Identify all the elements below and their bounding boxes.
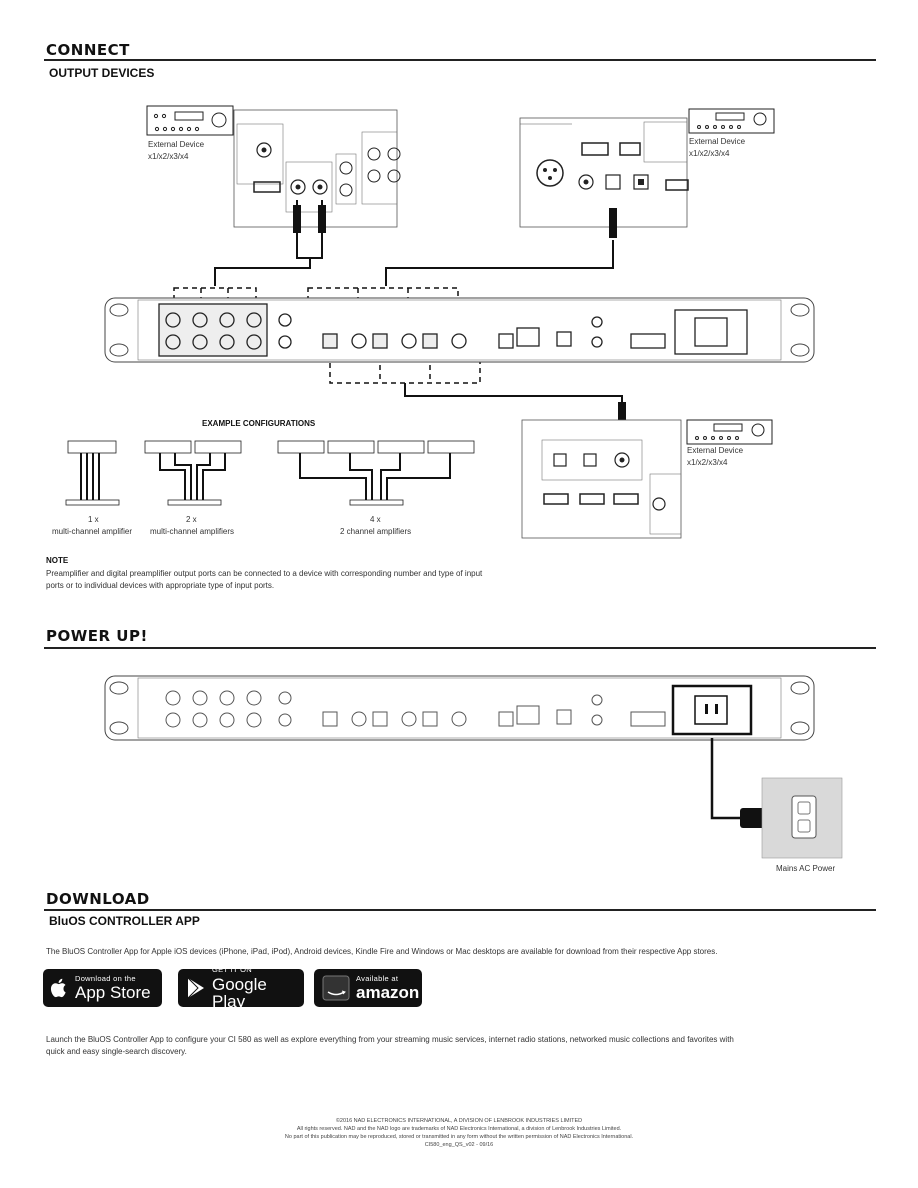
download-intro-text: The BluOS Controller App for Apple iOS d… — [46, 947, 718, 956]
config-4-desc: 2 channel amplifiers — [340, 527, 412, 536]
download-outro-line2: quick and easy single-search discovery. — [46, 1047, 187, 1056]
config-1-desc: multi-channel amplifier — [52, 527, 133, 536]
download-outro-line1: Launch the BluOS Controller App to confi… — [46, 1035, 734, 1044]
google-play-badge[interactable]: GET IT ON Google Play — [178, 965, 304, 1011]
external-device-illustration — [688, 108, 775, 134]
amazon-badge[interactable]: Available at amazon — [314, 969, 422, 1007]
external-device-illustration — [146, 105, 234, 136]
section-rule — [44, 647, 876, 649]
section-rule — [44, 59, 876, 61]
external-device-label: External Device — [148, 140, 205, 149]
config-4-count: 4 x — [370, 515, 381, 524]
download-heading: DOWNLOAD — [46, 890, 150, 908]
amazon-name: amazon — [356, 983, 420, 1003]
note-text-line2: ports or to individual devices with appr… — [46, 581, 275, 590]
example-configurations-title: EXAMPLE CONFIGURATIONS — [202, 419, 316, 428]
external-device-count: x1/x2/x3/x4 — [148, 152, 189, 161]
google-play-icon — [187, 977, 204, 999]
config-2-desc: multi-channel amplifiers — [150, 527, 235, 536]
device-back-panel-analog — [233, 109, 401, 228]
output-devices-subheading: OUTPUT DEVICES — [49, 66, 155, 80]
power-up-heading: POWER UP! — [46, 627, 148, 645]
footer-copyright: ©2016 NAD ELECTRONICS INTERNATIONAL, A D… — [335, 1118, 583, 1124]
footer-trademark: All rights reserved. NAD and the NAD log… — [296, 1126, 622, 1132]
section-rule — [44, 909, 876, 911]
ci580-rear-panel-diagram — [104, 297, 815, 363]
note-text-line1: Preamplifier and digital preamplifier ou… — [46, 569, 483, 578]
bluos-app-subheading: BluOS CONTROLLER APP — [49, 914, 200, 928]
apple-icon — [50, 978, 66, 998]
example-configurations-diagram — [65, 440, 475, 506]
external-device-illustration — [686, 419, 773, 445]
mains-ac-power-label: Mains AC Power — [776, 864, 836, 873]
connect-heading: CONNECT — [46, 41, 130, 59]
footer-doc-code: CI580_eng_QS_v02 - 09/16 — [424, 1142, 494, 1148]
google-play-name: Google Play — [212, 974, 267, 1011]
footer-reproduction-notice: No part of this publication may be repro… — [284, 1134, 634, 1140]
device-back-panel-digital — [519, 117, 689, 228]
google-play-top-text: GET IT ON — [212, 965, 252, 975]
device-back-panel-digital-inputs — [521, 419, 682, 539]
app-store-name: App Store — [75, 983, 151, 1003]
amazon-icon — [322, 975, 350, 1001]
external-device-label: External Device — [689, 137, 746, 146]
ci580-rear-panel-power-diagram — [104, 675, 815, 741]
app-store-top-text: Download on the — [75, 973, 136, 983]
external-device-count: x1/x2/x3/x4 — [687, 458, 728, 467]
amazon-top-text: Available at — [356, 973, 399, 983]
config-2-count: 2 x — [186, 515, 197, 524]
app-store-badge[interactable]: Download on the App Store — [43, 969, 162, 1007]
note-title: NOTE — [46, 556, 69, 565]
config-1-count: 1 x — [88, 515, 99, 524]
power-cord-diagram — [710, 738, 843, 859]
external-device-label: External Device — [687, 446, 744, 455]
external-device-count: x1/x2/x3/x4 — [689, 149, 730, 158]
